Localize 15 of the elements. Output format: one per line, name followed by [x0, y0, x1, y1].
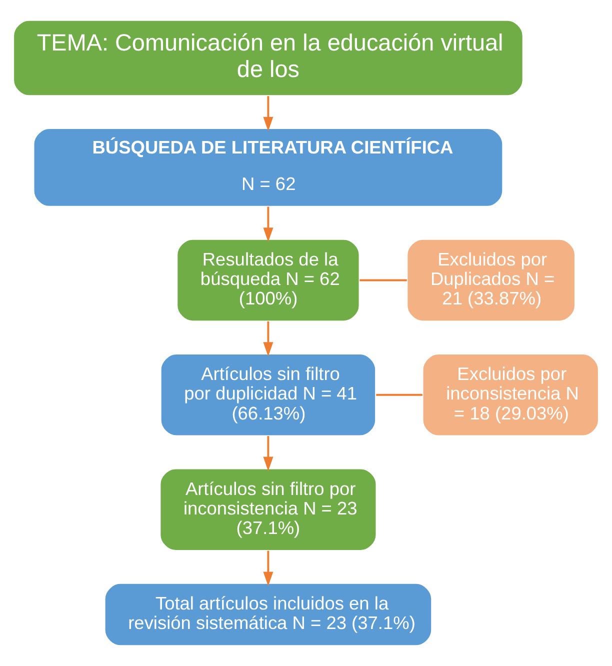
node-box: TEMA: Comunicación en la educación virtual de los	[12, 20, 524, 96]
node-box: Excluidos por Duplicados N = 21 (33.87%)	[406, 238, 576, 322]
node-box: Artículos sin filtro por inconsistencia N = 23 (37.1%)	[159, 468, 378, 552]
node-box: Artículos sin filtro por duplicidad N = 41 (66.13%)	[160, 353, 376, 437]
arrow	[263, 550, 274, 586]
connector	[376, 394, 422, 396]
arrow	[263, 96, 274, 132]
arrow	[263, 321, 274, 356]
node-box: Excluidos por inconsistencia N = 18 (29.03%)	[422, 353, 600, 437]
node-box: Total artículos incluidos en la revisión sistemática N = 23 (37.1%)	[104, 582, 432, 646]
connector	[360, 279, 407, 282]
node-box: Resultados de la búsqueda N = 62 (100%)	[176, 238, 360, 322]
arrow	[263, 436, 274, 472]
arrow	[263, 206, 274, 242]
node-box: BÚSQUEDA DE LITERATURA CIENTÍFICA N = 62	[32, 128, 504, 208]
